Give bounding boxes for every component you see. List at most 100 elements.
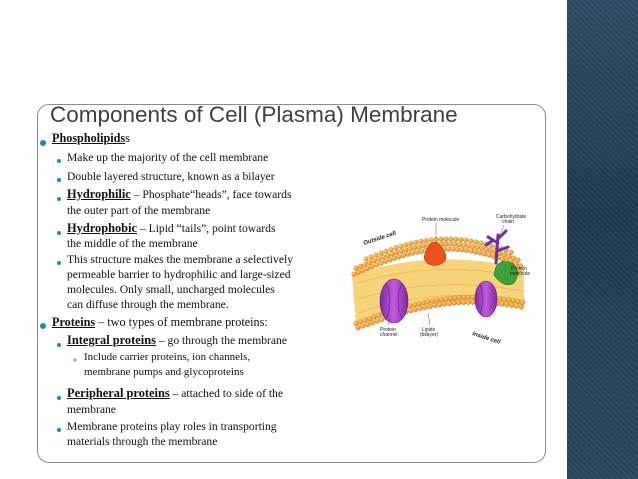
label-protein-right-l1: Protein xyxy=(511,266,527,272)
bullet-dot xyxy=(57,231,61,235)
phosphate-head xyxy=(375,312,382,319)
phosphate-head xyxy=(429,298,436,304)
label-protein-right-l2: molecule xyxy=(510,271,530,277)
cell-membrane-diagram: Protein molecule Carbohydrate chain Outs… xyxy=(351,214,530,346)
phosphate-head xyxy=(360,323,366,329)
bullet-roles-l2: materials through the membrane xyxy=(67,435,218,448)
integral-sub-l2: membrane pumps and glycoproteins xyxy=(84,366,244,378)
bullet-dot xyxy=(57,159,61,163)
bullet-dot xyxy=(57,396,61,400)
phosphate-head xyxy=(420,243,427,249)
phosphate-head xyxy=(373,252,379,258)
phosphate-head xyxy=(456,242,463,248)
phosphate-head xyxy=(391,255,398,261)
phosphate-head xyxy=(360,267,366,273)
phosphate-head xyxy=(479,245,485,251)
phosphate-head xyxy=(432,302,438,309)
phosphate-head xyxy=(465,294,472,300)
phosphate-head xyxy=(470,243,476,249)
phosphate-head xyxy=(513,303,519,309)
phosphate-head xyxy=(465,243,472,249)
carbohydrate-chain xyxy=(484,229,510,265)
label-protein-molecule: Protein molecule xyxy=(422,217,459,223)
phosphate-head xyxy=(418,248,425,254)
phosphate-head xyxy=(362,317,368,323)
bullet-dot xyxy=(40,140,46,146)
phosphate-head xyxy=(463,247,470,253)
phosphate-head xyxy=(366,260,373,266)
phosphate-head xyxy=(364,265,371,271)
bullet-hydrophilic-cont: the outer part of the membrane xyxy=(67,204,211,217)
label-carbohydrate-l2: chain xyxy=(502,219,514,225)
phosphate-head xyxy=(443,296,449,302)
bullet-hydrophobic: Hydrophobic – Lipid “tails”, point towar… xyxy=(67,221,276,235)
proteins-heading: Proteins – two types of membrane protein… xyxy=(52,315,268,329)
phosphate-head xyxy=(504,302,510,308)
phosphate-head xyxy=(369,320,375,326)
phosphate-head xyxy=(456,300,462,306)
bullet-dot xyxy=(57,428,61,432)
phosphate-head xyxy=(515,257,521,263)
phosphate-head xyxy=(373,262,380,268)
phosphate-head xyxy=(403,242,409,248)
phosphate-head xyxy=(396,254,402,260)
phosphate-head xyxy=(408,241,414,246)
bullet-dot xyxy=(40,323,46,329)
phosphate-head xyxy=(387,257,393,263)
label-carbohydrate-l1: Carbohydrate xyxy=(496,214,527,220)
label-channel-l1: Protein xyxy=(380,327,396,333)
bullet-peripheral: Peripheral proteins – attached to side o… xyxy=(67,386,283,400)
phosphate-head xyxy=(408,308,414,314)
bullet-hydrophobic-cont: the middle of the membrane xyxy=(67,237,198,250)
phosphate-head xyxy=(518,304,524,310)
phosphate-head xyxy=(477,250,483,256)
phosphate-head xyxy=(368,254,374,260)
phosphate-head xyxy=(452,241,458,247)
phosphate-head xyxy=(374,318,380,324)
phosphate-head xyxy=(456,295,463,301)
bullet-roles-l1: Membrane proteins play roles in transpor… xyxy=(67,420,277,433)
phosphate-head xyxy=(478,240,484,246)
phosphate-head xyxy=(463,237,469,243)
bullet-majority: Make up the majority of the cell membran… xyxy=(67,151,269,164)
phosphate-head xyxy=(422,304,428,310)
phosphate-head xyxy=(393,245,399,251)
phosphate-head xyxy=(423,238,429,244)
phosphate-head xyxy=(450,246,456,252)
phosphate-head xyxy=(378,250,384,256)
phospholipids-heading: Phospholipidss xyxy=(52,131,130,145)
phosphate-head xyxy=(380,254,386,260)
phosphate-head xyxy=(510,298,517,304)
label-lipids-l1: Lipids xyxy=(422,327,436,333)
bullet-peripheral-cont: membrane xyxy=(67,403,116,416)
phosphate-head xyxy=(499,301,505,307)
phosphate-head xyxy=(508,249,514,255)
phosphate-head xyxy=(353,265,359,271)
phosphate-head xyxy=(506,253,512,260)
phosphate-head xyxy=(362,261,368,268)
phosphate-head xyxy=(413,239,419,245)
phosphate-head xyxy=(411,302,418,308)
bullet-dot xyxy=(57,197,61,201)
bullet-selective-l4: can diffuse through the membrane. xyxy=(67,298,229,311)
phosphate-head xyxy=(382,258,389,264)
phosphate-head xyxy=(355,325,361,331)
bullet-dot xyxy=(57,343,61,347)
green-protein xyxy=(493,261,518,286)
phosphate-head xyxy=(365,321,371,327)
protein-channel-left xyxy=(379,278,409,324)
bullet-bilayer: Double layered structure, known as a bil… xyxy=(67,170,275,183)
phosphate-head xyxy=(414,249,420,255)
phosphate-head xyxy=(355,269,362,275)
phosphate-head xyxy=(517,263,524,269)
phosphate-head xyxy=(389,251,395,257)
phosphate-head xyxy=(398,243,404,249)
phosphate-head xyxy=(398,248,404,254)
label-pointers xyxy=(387,223,523,326)
phosphate-head xyxy=(447,241,454,247)
phosphate-head xyxy=(378,260,384,266)
phosphate-head xyxy=(501,252,508,258)
phosphate-head xyxy=(427,303,433,309)
phosphate-head xyxy=(371,314,377,320)
